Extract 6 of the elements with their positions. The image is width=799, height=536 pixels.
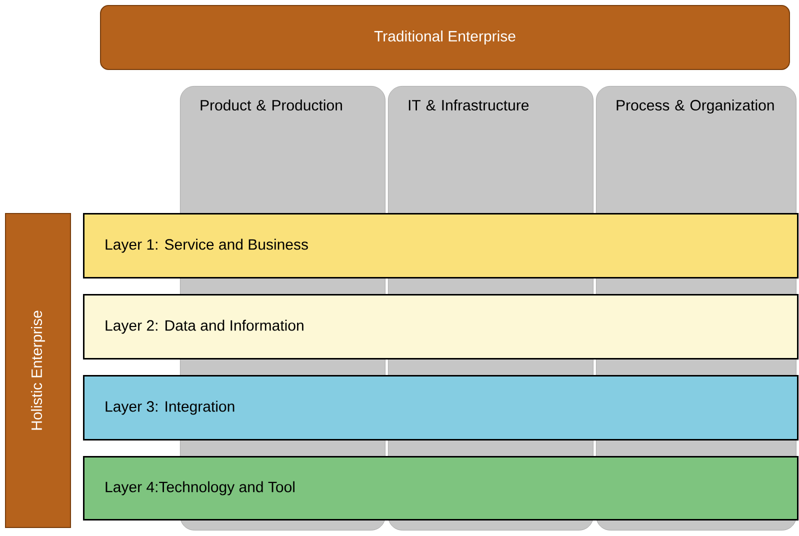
layer-bar: Layer 2: Data and Information [83,294,798,360]
side-banner: Holistic Enterprise [5,213,71,528]
layer-bar: Layer 4:Technology and Tool [83,456,798,520]
title-banner: Traditional Enterprise [100,5,790,70]
layer-bar: Layer 3: Integration [83,375,798,440]
layer-bar: Layer 1: Service and Business [83,213,798,278]
